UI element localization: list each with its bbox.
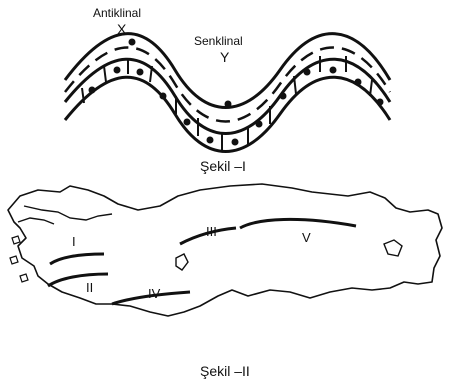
label-II: II xyxy=(86,280,93,295)
fold-layer-bottom xyxy=(63,75,392,153)
lake-tuz xyxy=(175,253,189,271)
label-V: V xyxy=(302,230,311,245)
line-II xyxy=(47,272,109,288)
fold-diagram: Antiklinal X Senklinal Y Şekil –I xyxy=(63,6,392,174)
line-I xyxy=(49,252,105,266)
fold-layer-outer-top xyxy=(63,32,392,109)
figure2-caption: Şekil –II xyxy=(200,363,250,379)
dardanelles xyxy=(17,217,55,225)
anticline-label: Antiklinal xyxy=(93,6,141,20)
fold-layer-3 xyxy=(63,57,392,135)
fold-layer-2 xyxy=(64,46,392,123)
turkey-map: I II III IV V Şekil –II xyxy=(7,183,443,379)
label-III: III xyxy=(206,224,217,239)
aegean-islands xyxy=(9,235,29,283)
fold-dots xyxy=(88,66,384,146)
fold-cells xyxy=(81,56,373,150)
anticline-letter: X xyxy=(117,21,127,37)
label-I: I xyxy=(72,234,76,249)
marmara-coast xyxy=(23,205,113,221)
anticline-point xyxy=(128,38,136,46)
line-III xyxy=(179,226,237,246)
line-IV xyxy=(111,290,191,306)
lake-van xyxy=(383,239,403,257)
syncline-point xyxy=(224,100,232,108)
figure1-caption: Şekil –I xyxy=(200,158,246,174)
label-IV: IV xyxy=(148,286,161,301)
line-V xyxy=(239,217,357,230)
syncline-label: Senklinal xyxy=(194,34,243,48)
syncline-letter: Y xyxy=(220,49,230,65)
turkey-outline xyxy=(7,183,443,317)
